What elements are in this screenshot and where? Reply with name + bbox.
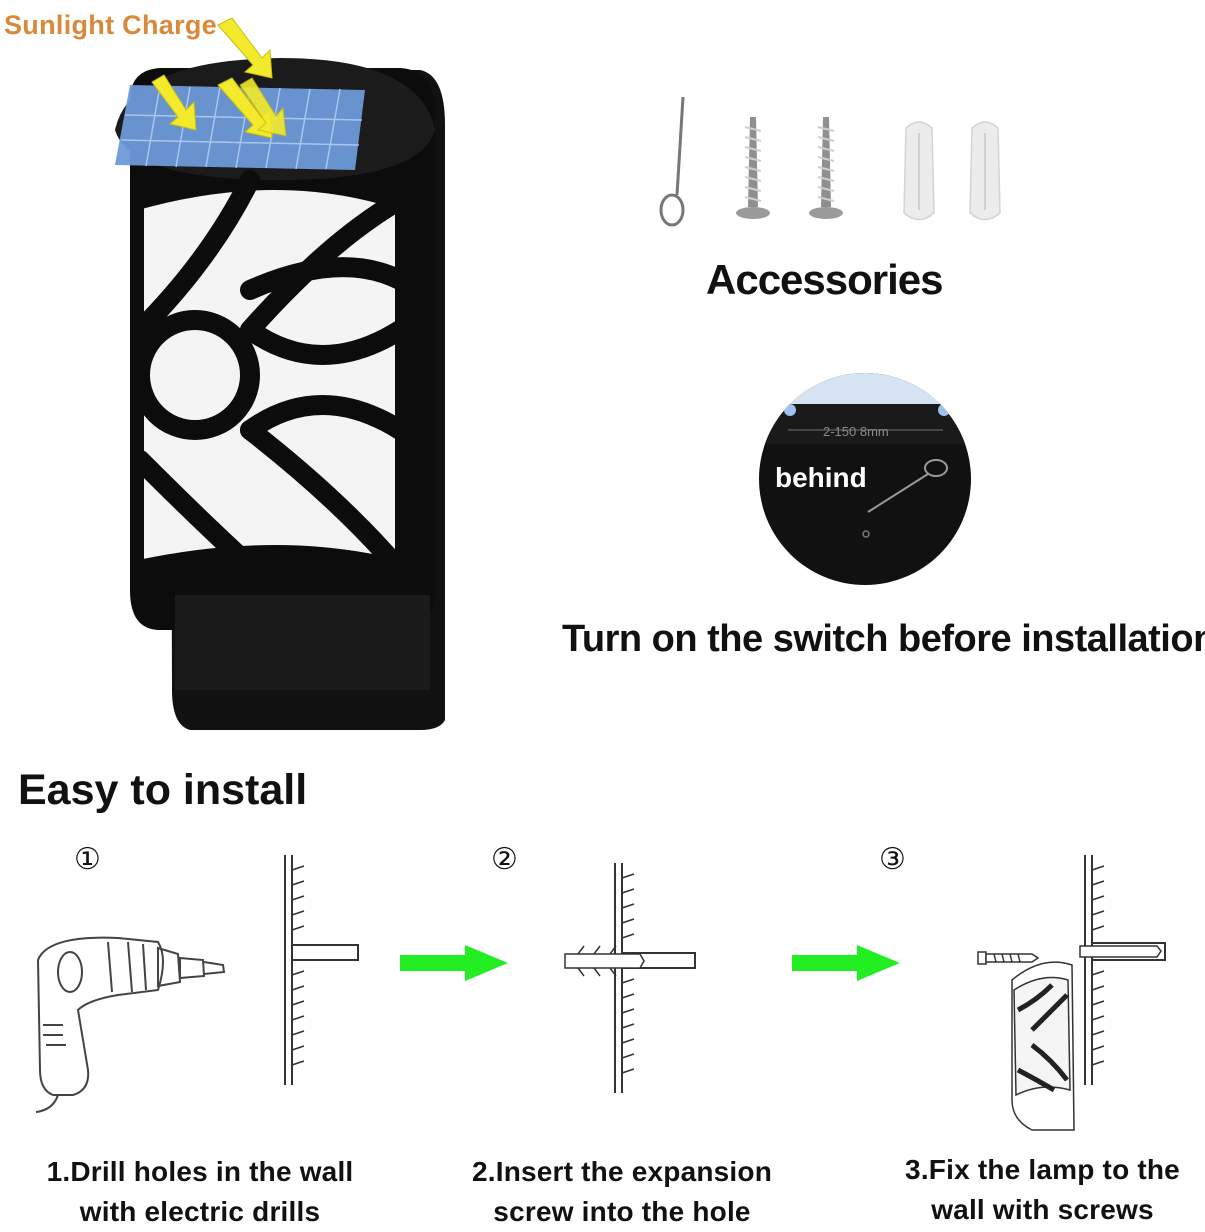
wall-diagram <box>564 863 696 1093</box>
step-label-line2: screw into the hole <box>493 1196 751 1227</box>
sunlight-charge-label: Sunlight Charge <box>4 10 217 40</box>
step-label-line2: with electric drills <box>79 1196 321 1227</box>
ruler-text: 2-150 8mm <box>823 424 889 439</box>
step-label-line2: wall with screws <box>931 1194 1154 1225</box>
pin-tool-icon <box>659 96 685 227</box>
wall-anchor-icon <box>969 121 1001 221</box>
accessories-label: Accessories <box>706 256 944 303</box>
green-arrow-icon <box>792 945 900 981</box>
install-title: Easy to install <box>18 766 308 814</box>
step-label-line1: 1.Drill holes in the wall <box>46 1156 354 1187</box>
step-label-line1: 2.Insert the expansion <box>471 1156 773 1187</box>
step-number: ① <box>74 842 101 877</box>
step-label-line1: 3.Fix the lamp to the <box>905 1154 1180 1185</box>
drill-icon <box>35 936 226 1113</box>
step-number: ③ <box>879 842 906 877</box>
lamp-mounted-diagram <box>977 855 1166 1131</box>
green-arrow-icon <box>400 945 508 981</box>
screw-icon <box>736 117 770 219</box>
behind-switch-closeup: 2-150 8mm <box>759 373 971 585</box>
behind-label: behind <box>775 462 867 493</box>
screw-icon <box>809 117 843 219</box>
screw-icon <box>977 951 1040 965</box>
wall-anchor-icon <box>903 121 935 221</box>
wall-anchor-icon <box>564 945 645 977</box>
wall-diagram <box>284 855 359 1085</box>
sun-arrow-icon <box>151 17 287 139</box>
switch-note: Turn on the switch before installation <box>562 618 1205 660</box>
step-number: ② <box>491 842 518 877</box>
lamp-product-image <box>115 17 445 730</box>
